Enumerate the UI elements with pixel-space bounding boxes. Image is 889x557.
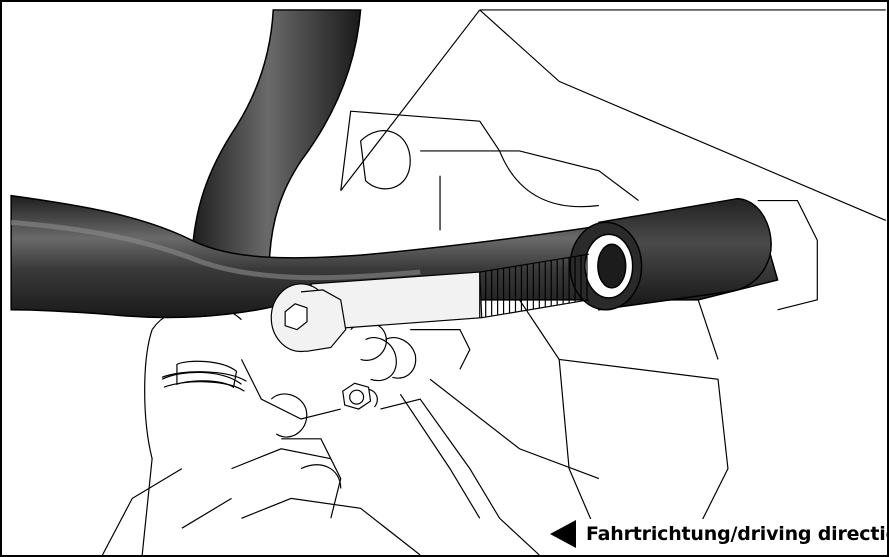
hose-clamp (161, 371, 247, 392)
left-arrow-icon (550, 520, 576, 548)
driving-direction-caption: Fahrtrichtung/driving direction (550, 519, 889, 549)
hex-bolt-small (342, 382, 378, 410)
sleeve (569, 197, 772, 311)
vertical-tube (191, 9, 362, 263)
bolt-threads (479, 253, 590, 319)
driving-direction-label: Fahrtrichtung/driving direction (586, 523, 889, 545)
threaded-bolt (270, 253, 590, 353)
